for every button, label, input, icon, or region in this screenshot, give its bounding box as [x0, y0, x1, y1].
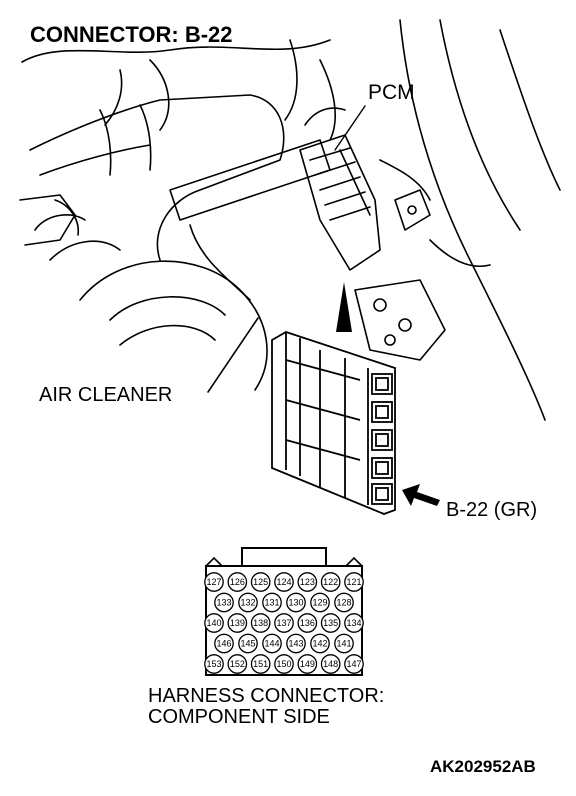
pin-125 [250, 572, 271, 592]
pin-label-132: 132 [240, 598, 255, 608]
pin-122 [320, 572, 341, 592]
pin-label-151: 151 [253, 659, 268, 669]
pin-label-152: 152 [230, 659, 245, 669]
pin-label-149: 149 [300, 659, 315, 669]
pin-143 [286, 633, 306, 654]
pin-130 [286, 592, 306, 613]
pin-135 [320, 613, 341, 633]
pin-145 [238, 633, 258, 654]
pin-129 [310, 592, 330, 613]
pin-label-147: 147 [346, 659, 361, 669]
pin-148 [320, 654, 341, 674]
pin-label-131: 131 [264, 598, 279, 608]
pin-132 [238, 592, 258, 613]
pin-139 [227, 613, 248, 633]
figure-code: AK202952AB [430, 757, 536, 776]
pin-136 [297, 613, 318, 633]
pin-label-140: 140 [206, 618, 221, 628]
harness-caption: HARNESS CONNECTOR: COMPONENT SIDE [148, 686, 384, 728]
harness-connector-face: 127 126 125 124 123 122 121 133 132 131 130 129 128 1… [204, 547, 364, 676]
pin-124 [274, 572, 294, 592]
pin-142 [310, 633, 330, 654]
pin-label-127: 127 [206, 577, 221, 587]
pin-label-143: 143 [288, 639, 303, 649]
pin-150 [274, 654, 294, 674]
connector-ref-label: B-22 (GR) [446, 499, 538, 521]
pin-label-121: 121 [346, 577, 361, 587]
pin-138 [250, 613, 271, 633]
pcm-label: PCM [368, 81, 415, 104]
pin-label-126: 126 [230, 577, 245, 587]
pointer-triangle [336, 282, 352, 332]
pin-label-141: 141 [336, 639, 351, 649]
harness-caption-line2: COMPONENT SIDE [148, 706, 330, 728]
pin-label-135: 135 [323, 618, 338, 628]
harness-caption-line1: HARNESS CONNECTOR: [148, 685, 385, 707]
b22-arrow [402, 484, 440, 506]
pin-147 [344, 654, 364, 674]
pin-140 [204, 613, 224, 633]
connector-body [271, 331, 396, 515]
pin-label-144: 144 [264, 639, 279, 649]
pin-label-130: 130 [288, 598, 303, 608]
pin-label-146: 146 [216, 639, 231, 649]
pin-127 [204, 572, 224, 592]
pin-133 [214, 592, 234, 613]
pin-label-148: 148 [323, 659, 338, 669]
pin-label-122: 122 [323, 577, 338, 587]
pin-label-153: 153 [206, 659, 221, 669]
pin-134 [344, 613, 364, 633]
pin-label-136: 136 [300, 618, 315, 628]
pin-137 [274, 613, 294, 633]
pin-label-134: 134 [346, 618, 361, 628]
pin-label-137: 137 [276, 618, 291, 628]
pin-152 [227, 654, 248, 674]
pin-label-129: 129 [312, 598, 327, 608]
pin-141 [334, 633, 354, 654]
pin-121 [344, 572, 364, 592]
pin-151 [250, 654, 271, 674]
pin-144 [262, 633, 282, 654]
pin-149 [297, 654, 318, 674]
pin-153 [204, 654, 224, 674]
pin-label-138: 138 [253, 618, 268, 628]
pin-label-142: 142 [312, 639, 327, 649]
pin-146 [214, 633, 234, 654]
pin-label-123: 123 [300, 577, 315, 587]
pin-123 [297, 572, 318, 592]
page-title: CONNECTOR: B-22 [30, 22, 233, 47]
pin-131 [262, 592, 282, 613]
pin-label-150: 150 [276, 659, 291, 669]
pin-label-139: 139 [230, 618, 245, 628]
pin-label-145: 145 [240, 639, 255, 649]
pin-label-133: 133 [216, 598, 231, 608]
air-cleaner-label: AIR CLEANER [39, 384, 173, 406]
pin-grid: 127 126 125 124 123 122 121 133 132 131 130 129 128 1… [204, 572, 364, 674]
pin-128 [334, 592, 354, 613]
pin-126 [227, 572, 248, 592]
pin-label-125: 125 [253, 577, 268, 587]
pin-label-124: 124 [276, 577, 291, 587]
pin-label-128: 128 [336, 598, 351, 608]
